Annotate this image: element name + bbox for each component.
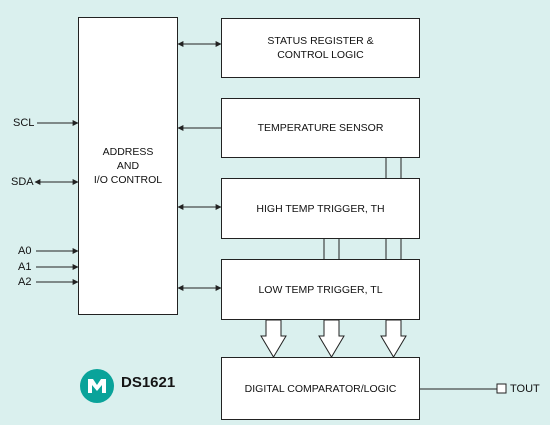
bus-arrow-sensor bbox=[380, 319, 407, 358]
bus-arrow-high bbox=[318, 319, 345, 358]
io-control-label: I/O CONTROL bbox=[93, 174, 163, 186]
digital-comparator-block: DIGITAL COMPARATOR/LOGIC bbox=[221, 357, 420, 420]
temperature-sensor-label: TEMPERATURE SENSOR bbox=[257, 122, 384, 134]
sda-label: SDA bbox=[11, 176, 34, 188]
address-io-control-block: ADDRESS AND I/O CONTROL bbox=[78, 17, 178, 315]
tout-pin bbox=[496, 383, 507, 394]
high-temp-trigger-label: HIGH TEMP TRIGGER, TH bbox=[256, 202, 385, 215]
a1-label: A1 bbox=[18, 261, 32, 273]
high-temp-trigger-block: HIGH TEMP TRIGGER, TH bbox=[221, 178, 420, 239]
status-register-label: STATUS REGISTER & bbox=[267, 35, 374, 47]
low-temp-trigger-label: LOW TEMP TRIGGER, TL bbox=[258, 283, 383, 296]
bus-arrow-low bbox=[260, 319, 287, 358]
address-label: ADDRESS bbox=[102, 146, 154, 158]
and-label: AND bbox=[116, 160, 140, 172]
scl-label: SCL bbox=[13, 117, 35, 129]
status-register-block: STATUS REGISTER & CONTROL LOGIC bbox=[221, 18, 420, 78]
a0-label: A0 bbox=[18, 245, 32, 257]
temperature-sensor-block: TEMPERATURE SENSOR bbox=[221, 98, 420, 158]
tout-label: TOUT bbox=[510, 383, 540, 395]
part-number: DS1621 bbox=[121, 374, 176, 391]
digital-comparator-label: DIGITAL COMPARATOR/LOGIC bbox=[244, 382, 397, 395]
low-temp-trigger-block: LOW TEMP TRIGGER, TL bbox=[221, 259, 420, 320]
a2-label: A2 bbox=[18, 276, 32, 288]
maxim-logo-icon bbox=[80, 369, 114, 403]
control-logic-label: CONTROL LOGIC bbox=[277, 49, 364, 61]
